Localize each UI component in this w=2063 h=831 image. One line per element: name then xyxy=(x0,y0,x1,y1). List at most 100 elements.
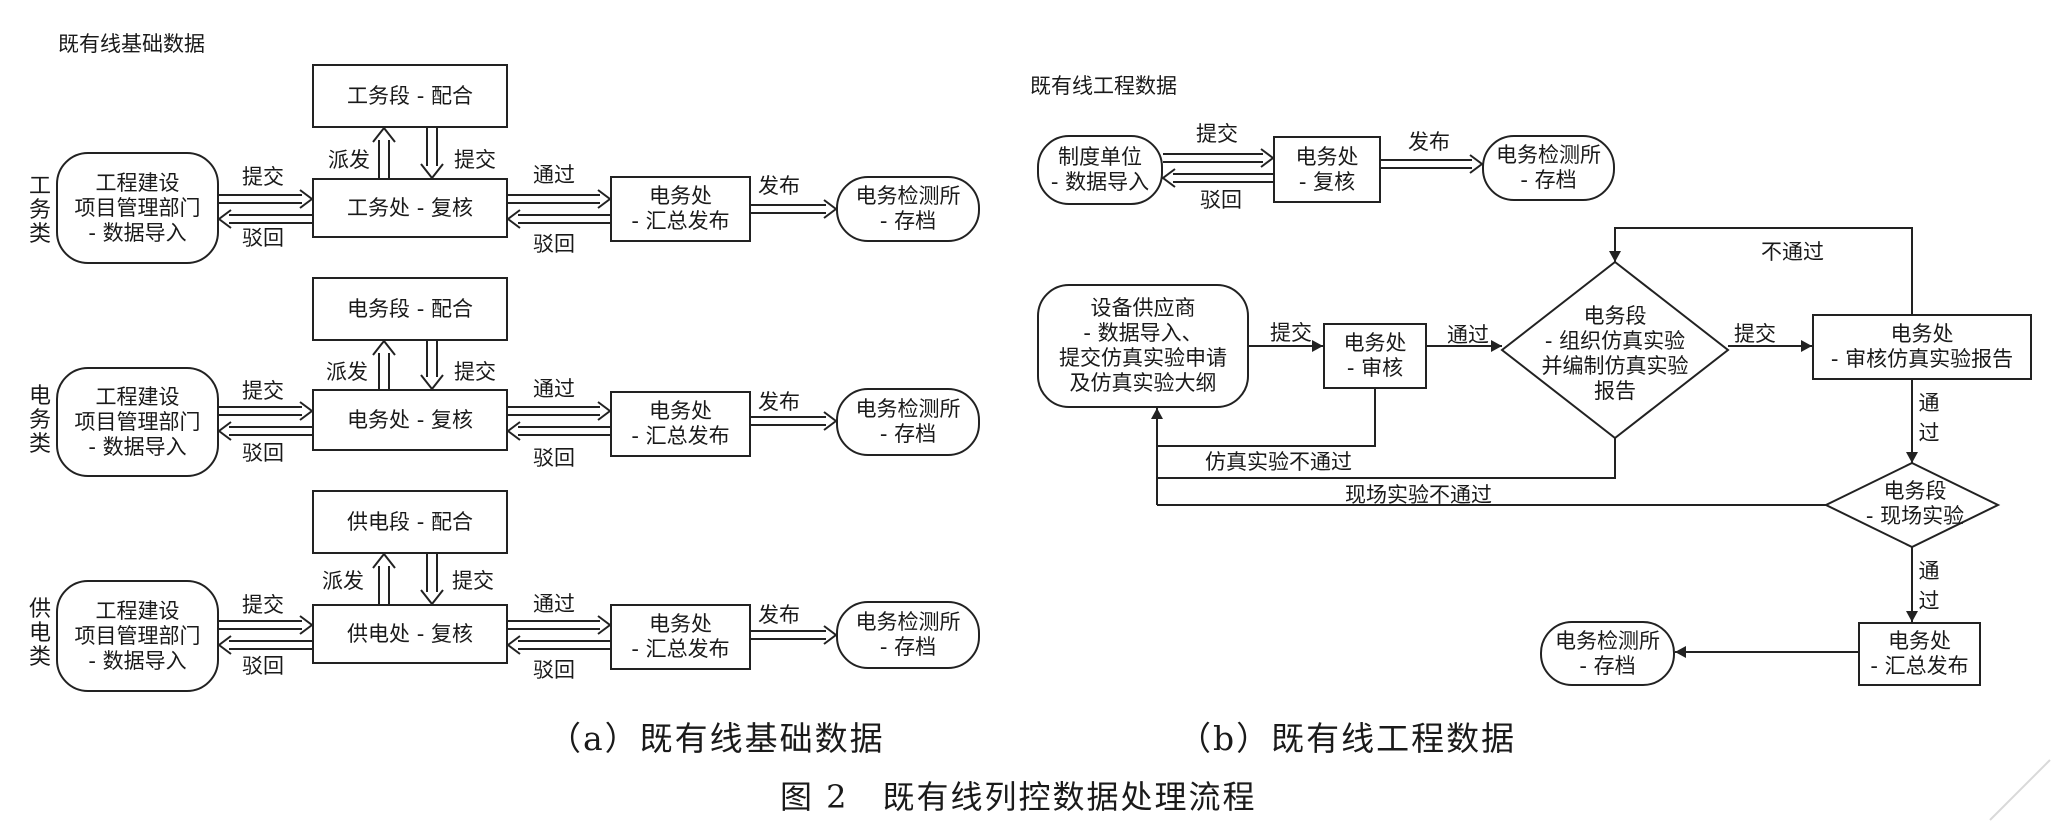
caption-a: （a）既有线基础数据 xyxy=(548,719,885,758)
row-2-reject-arrow xyxy=(217,421,312,441)
category-label-row-3: 供 电 类 xyxy=(28,597,51,670)
b-top-reject-arrow xyxy=(1161,168,1273,188)
b-top-submit-arrow xyxy=(1163,148,1275,168)
row-3-dispatch-arrow xyxy=(372,552,396,604)
b-sim-review-box: 电务处 - 审核仿真实验报告 xyxy=(1812,314,2032,380)
b-top-review-box: 电务处 - 复核 xyxy=(1273,136,1381,203)
b-sim-fail-line xyxy=(1157,438,1616,479)
b-final-publish-box: 电务处 - 汇总发布 xyxy=(1858,622,1981,686)
b-sim-to-review-arrow-head xyxy=(1801,340,1812,352)
row-1-submit-label: 提交 xyxy=(242,165,284,189)
row-3-pass-arrow xyxy=(508,615,612,635)
row-1-dispatch-arrow xyxy=(372,126,396,178)
row-1-pass-arrow xyxy=(508,189,612,209)
b-field-to-publish-arrow-head xyxy=(1906,611,1918,622)
row-3-review-box: 供电处 - 复核 xyxy=(312,604,508,664)
b-top-source-box: 制度单位 - 数据导入 xyxy=(1037,135,1163,205)
b-review-to-field-arrow-head xyxy=(1906,452,1918,463)
row-2-dispatch-label: 派发 xyxy=(326,360,368,384)
row-3-submit-label: 提交 xyxy=(242,593,284,617)
section-b-title: 既有线工程数据 xyxy=(1030,74,1177,98)
row-3-reject2-label: 驳回 xyxy=(533,658,575,682)
caption-b: （b）既有线工程数据 xyxy=(1178,719,1517,758)
section-a-title: 既有线基础数据 xyxy=(58,32,205,56)
b-top-release-label: 发布 xyxy=(1408,130,1450,154)
b-field-fail-label: 现场实验不通过 xyxy=(1345,483,1492,507)
row-3-publish-box: 电务处 - 汇总发布 xyxy=(610,604,751,670)
row-2-dispatch-arrow xyxy=(372,339,396,389)
row-3-source-box: 工程建设 项目管理部门 - 数据导入 xyxy=(56,580,219,692)
row-1-review-box: 工务处 - 复核 xyxy=(312,178,508,238)
row-1-submit-arrow xyxy=(219,189,314,209)
watermark-mark xyxy=(1989,759,2051,821)
b-review-fail-back-arrow-line xyxy=(1614,227,1913,314)
row-1-reject2-arrow xyxy=(506,209,610,229)
row-2-source-box: 工程建设 项目管理部门 - 数据导入 xyxy=(56,367,219,477)
row-1-reject-label: 驳回 xyxy=(242,226,284,250)
row-3-reject-arrow xyxy=(217,635,312,655)
row-1-dispatch-label: 派发 xyxy=(328,148,370,172)
b-submit1-label: 提交 xyxy=(1270,321,1312,345)
b-top-submit-label: 提交 xyxy=(1196,122,1238,146)
row-2-release-arrow xyxy=(751,411,838,431)
row-3-coop-box: 供电段 - 配合 xyxy=(312,490,508,554)
b-sim-fail-label: 仿真实验不通过 xyxy=(1205,450,1352,474)
category-label-row-2: 电 务 类 xyxy=(28,384,51,457)
b-supplier-box: 设备供应商 - 数据导入、 提交仿真实验申请 及仿真实验大纲 xyxy=(1037,284,1249,408)
row-3-pass-label: 通过 xyxy=(533,592,575,616)
row-2-submit-arrow xyxy=(219,401,314,421)
b-submit2-label: 提交 xyxy=(1734,322,1776,346)
b-audit-to-sim-arrow-head xyxy=(1491,340,1502,352)
row-1-submit-up-label: 提交 xyxy=(454,148,496,172)
b-top-reject-label: 驳回 xyxy=(1200,188,1242,212)
row-1-release-label: 发布 xyxy=(758,174,800,198)
row-3-submit-up-arrow xyxy=(420,554,444,606)
figure-caption: 图 2 既有线列控数据处理流程 xyxy=(780,778,1257,816)
row-2-review-box: 电务处 - 复核 xyxy=(312,389,508,451)
row-2-coop-box: 电务段 - 配合 xyxy=(312,277,508,341)
row-3-release-label: 发布 xyxy=(758,603,800,627)
row-2-pass-arrow xyxy=(508,401,612,421)
row-2-reject2-arrow xyxy=(506,421,610,441)
row-1-submit-up-arrow xyxy=(420,128,444,180)
row-1-reject-arrow xyxy=(217,209,312,229)
row-2-submit-up-arrow xyxy=(420,341,444,391)
row-1-release-arrow xyxy=(751,199,838,219)
b-audit-fail-line xyxy=(1157,389,1376,447)
b-fail-return-arrow-head xyxy=(1151,408,1163,419)
row-2-publish-box: 电务处 - 汇总发布 xyxy=(610,391,751,457)
row-2-submit-up-label: 提交 xyxy=(454,360,496,384)
b-pass-down2-label: 通 过 xyxy=(1918,559,1940,613)
row-1-coop-box: 工务段 - 配合 xyxy=(312,64,508,128)
row-3-dispatch-label: 派发 xyxy=(322,569,364,593)
b-supplier-to-audit-arrow-head xyxy=(1312,340,1323,352)
row-3-reject-label: 驳回 xyxy=(242,654,284,678)
b-sim-org-text: 电务段 - 组织仿真实验 并编制仿真实验 报告 xyxy=(1541,304,1689,403)
row-3-release-arrow xyxy=(751,625,838,645)
row-1-reject2-label: 驳回 xyxy=(533,232,575,256)
b-audit-box: 电务处 - 审核 xyxy=(1323,323,1427,389)
row-2-release-label: 发布 xyxy=(758,390,800,414)
b-pass1-label: 通过 xyxy=(1447,323,1489,347)
row-3-submit-arrow xyxy=(219,615,314,635)
row-2-reject2-label: 驳回 xyxy=(533,446,575,470)
row-1-archive-box: 电务检测所 - 存档 xyxy=(836,176,980,242)
b-top-release-arrow xyxy=(1381,154,1484,174)
category-label-row-1: 工 务 类 xyxy=(28,174,51,247)
b-fail-top-label: 不通过 xyxy=(1761,240,1824,264)
row-2-pass-label: 通过 xyxy=(533,377,575,401)
row-2-archive-box: 电务检测所 - 存档 xyxy=(836,388,980,456)
b-final-archive-box: 电务检测所 - 存档 xyxy=(1540,621,1675,686)
row-3-archive-box: 电务检测所 - 存档 xyxy=(836,601,980,669)
b-top-archive-box: 电务检测所 - 存档 xyxy=(1482,135,1615,201)
b-field-test-text: 电务段 - 现场实验 xyxy=(1865,479,1965,528)
row-1-publish-box: 电务处 - 汇总发布 xyxy=(610,176,751,242)
row-2-submit-label: 提交 xyxy=(242,379,284,403)
b-review-fail-back-arrow-head xyxy=(1609,251,1621,262)
b-pass-down1-label: 通 过 xyxy=(1918,391,1940,445)
row-2-reject-label: 驳回 xyxy=(242,441,284,465)
row-1-source-box: 工程建设 项目管理部门 - 数据导入 xyxy=(56,152,219,264)
row-1-pass-label: 通过 xyxy=(533,163,575,187)
